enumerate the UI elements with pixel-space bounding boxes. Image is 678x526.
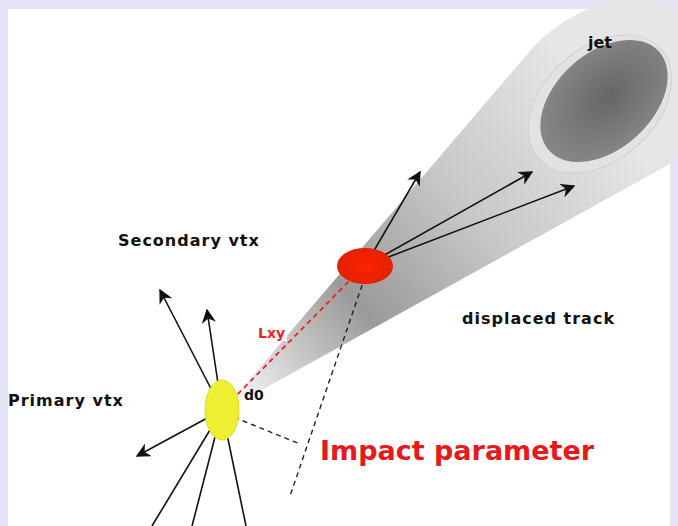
track-label: displaced track bbox=[462, 310, 615, 328]
tracks bbox=[137, 172, 574, 526]
impact-parameter-label: Impact parameter bbox=[318, 436, 596, 466]
impact-parameter-symbol: d0 bbox=[244, 388, 264, 403]
jet-label: jet bbox=[588, 34, 612, 52]
decay-length-line bbox=[225, 268, 362, 407]
primary-vertex bbox=[205, 380, 239, 440]
vertex-label: Primary vtx bbox=[8, 392, 124, 410]
secondary-vertex bbox=[337, 248, 393, 284]
decay-length-label: Lxy bbox=[256, 326, 287, 341]
jet-cone bbox=[222, 0, 678, 412]
vertex-label: Secondary vtx bbox=[118, 232, 260, 250]
